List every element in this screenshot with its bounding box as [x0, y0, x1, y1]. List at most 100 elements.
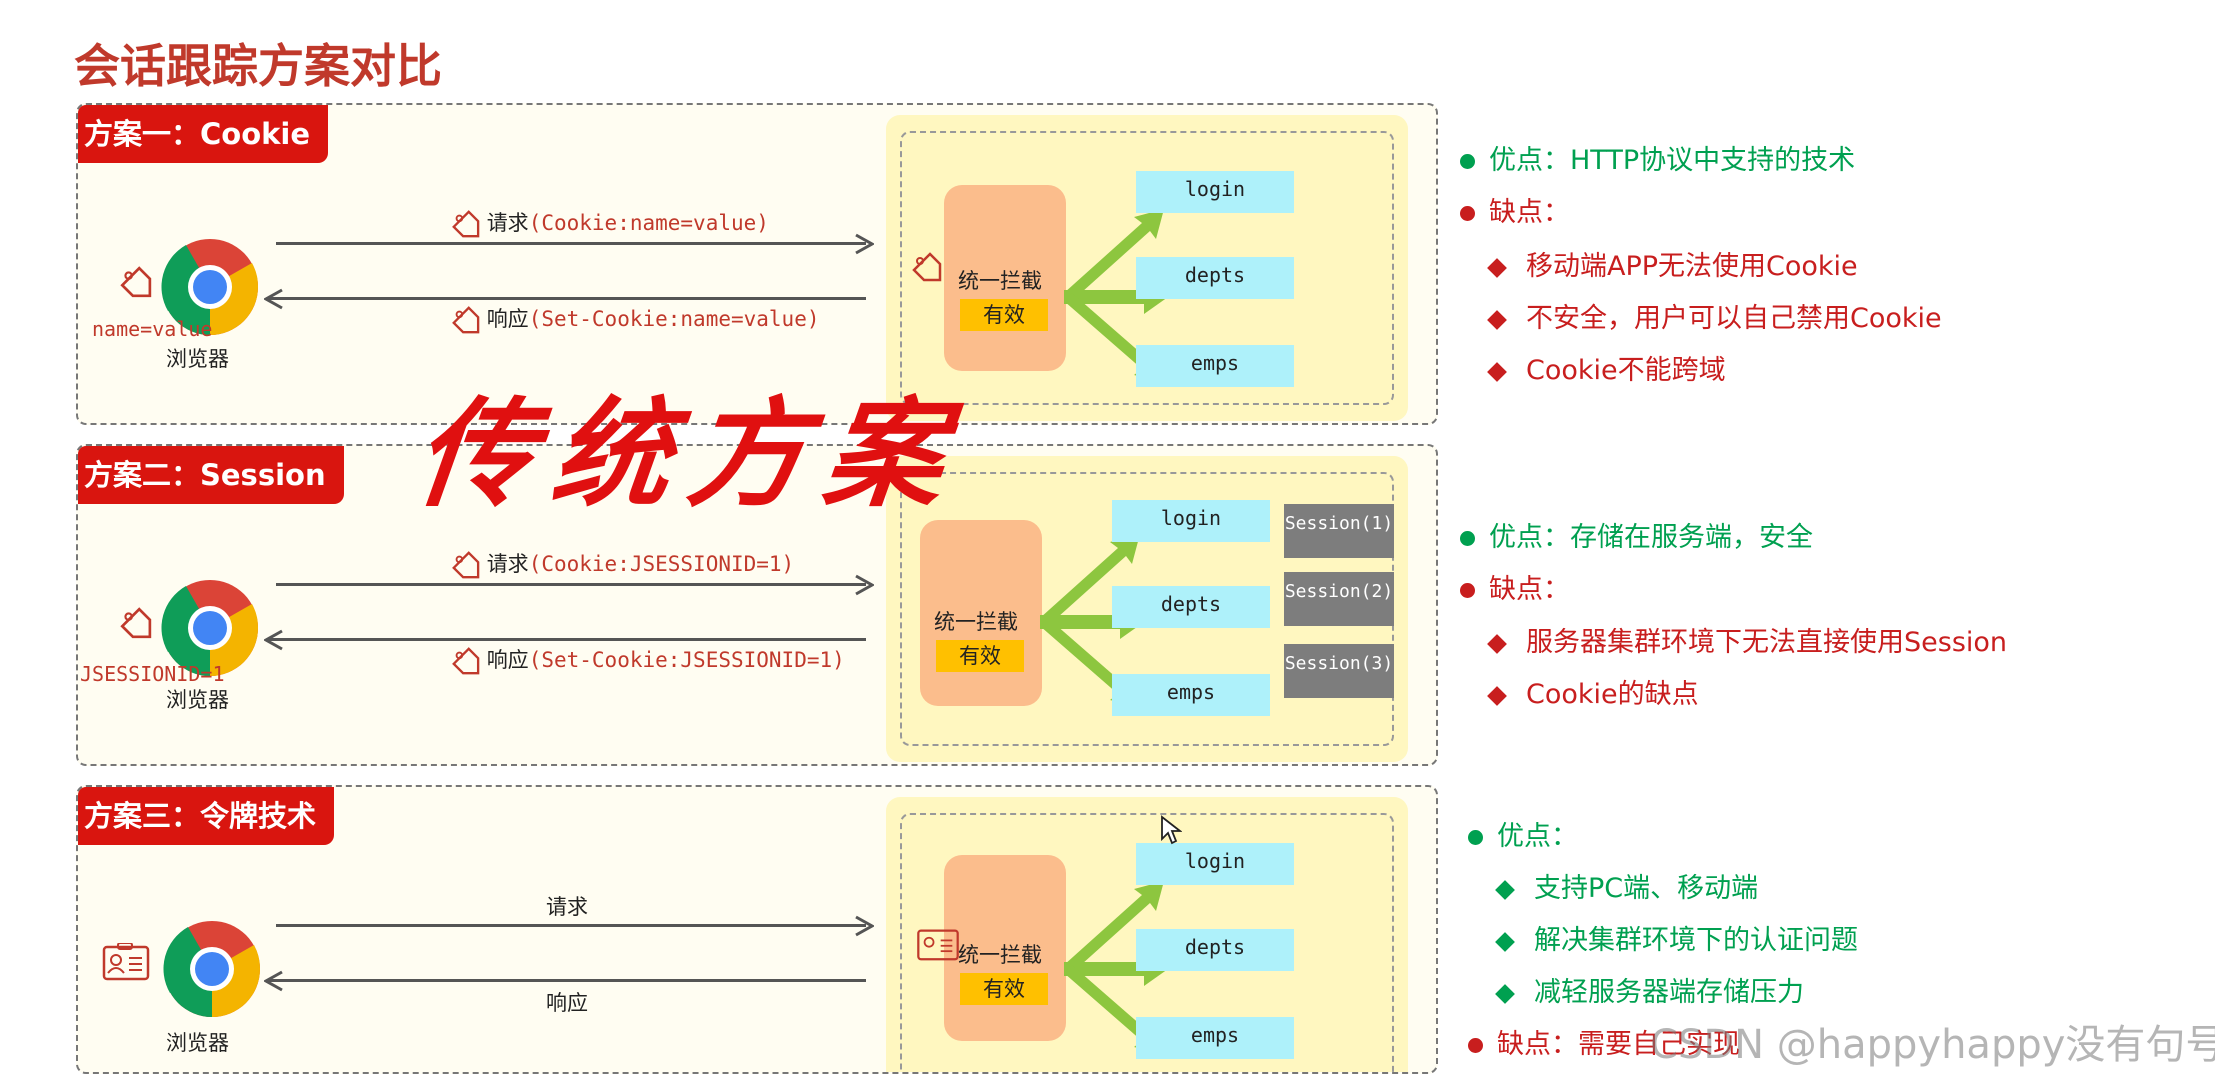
response-code: (Set-Cookie:JSESSIONID=1)	[528, 648, 845, 672]
session-chip-2: Session(2)	[1284, 572, 1394, 626]
token-pro-text: 优点：	[1497, 821, 1578, 852]
session-con-item: 服务器集群环境下无法直接使用Session	[1487, 620, 2008, 659]
bullet-dot-icon	[1460, 583, 1475, 598]
chrome-browser-icon	[163, 921, 261, 1017]
cookie-token-label: name=value	[92, 317, 213, 341]
request-arrowhead	[855, 915, 874, 937]
interceptor-block	[944, 185, 1066, 371]
request-arrowhead	[855, 574, 874, 596]
endpoint-login: login	[1136, 171, 1294, 213]
id-card-icon	[102, 943, 150, 981]
server-dashed-border	[900, 131, 1394, 405]
cookie-con-item: 不安全，用户可以自己禁用Cookie	[1487, 296, 1942, 335]
session-con-text: 缺点：	[1489, 574, 1570, 605]
response-arrowhead	[264, 970, 283, 992]
session-con-item-text: 服务器集群环境下无法直接使用Session	[1526, 627, 2008, 658]
cookie-con-text: 缺点：	[1489, 197, 1570, 228]
diamond-bullet-icon	[1487, 685, 1507, 706]
interceptor-label: 统一拦截	[958, 269, 1042, 293]
endpoint-depts: depts	[1112, 586, 1270, 628]
browser-label: 浏览器	[166, 688, 229, 712]
request-label: 请求	[486, 211, 529, 235]
server-box: 统一拦截 有效 login depts emps	[886, 115, 1408, 421]
cookie-con-item: Cookie不能跨域	[1487, 348, 1726, 387]
endpoint-depts: depts	[1136, 257, 1294, 299]
cookie-con-item-text: 不安全，用户可以自己禁用Cookie	[1526, 303, 1942, 334]
valid-badge: 有效	[936, 640, 1024, 672]
request-message: 请求(Cookie:name=value)	[450, 207, 769, 239]
session-con-item: Cookie的缺点	[1487, 672, 1699, 711]
request-code: (Cookie:JSESSIONID=1)	[528, 552, 795, 576]
endpoint-login: login	[1112, 500, 1270, 542]
request-label: 请求	[486, 552, 529, 576]
server-box: 统一拦截 有效 login depts emps Session(1) Sess…	[886, 456, 1408, 762]
overlay-calligraphy-text: 传统方案	[409, 384, 969, 523]
response-label: 响应	[486, 307, 529, 331]
server-dashed-border	[900, 813, 1394, 1072]
diamond-bullet-icon	[1487, 257, 1507, 278]
response-arrowhead	[264, 629, 283, 651]
diamond-bullet-icon	[1487, 361, 1507, 382]
panel-cookie: 方案一：Cookie name=value 浏览器 请求(Cookie:name…	[76, 103, 1438, 425]
request-label: 请求	[546, 895, 588, 919]
tag-icon	[452, 551, 480, 579]
token-con: 缺点：需要自己实现	[1468, 1022, 1740, 1061]
cookie-con-item-text: Cookie不能跨域	[1526, 355, 1726, 386]
token-pro-item: 解决集群环境下的认证问题	[1495, 918, 1858, 957]
valid-badge: 有效	[960, 973, 1048, 1005]
endpoint-emps: emps	[1136, 1017, 1294, 1059]
token-pro-item: 减轻服务器端存储压力	[1495, 970, 1804, 1009]
valid-badge: 有效	[960, 299, 1048, 331]
session-pro: 优点：存储在服务端，安全	[1460, 515, 1813, 554]
diamond-bullet-icon	[1495, 879, 1515, 900]
request-arrow	[276, 924, 866, 927]
endpoint-emps: emps	[1112, 674, 1270, 716]
response-arrow	[268, 979, 866, 982]
request-message: 请求(Cookie:JSESSIONID=1)	[450, 548, 794, 580]
token-pro-item: 支持PC端、移动端	[1495, 866, 1759, 905]
page-title: 会话跟踪方案对比	[74, 39, 442, 93]
tag-icon	[120, 607, 152, 639]
browser-label: 浏览器	[166, 347, 229, 371]
session-token-label: JSESSIONID=1	[80, 662, 225, 686]
cookie-con: 缺点：	[1460, 190, 1570, 229]
token-pro-item-text: 支持PC端、移动端	[1534, 873, 1759, 904]
session-con-item-text: Cookie的缺点	[1526, 679, 1699, 710]
token-pro-item-text: 解决集群环境下的认证问题	[1534, 925, 1858, 956]
tag-icon	[912, 252, 942, 282]
endpoint-login: login	[1136, 843, 1294, 885]
response-arrow	[268, 297, 866, 300]
bullet-dot-icon	[1460, 206, 1475, 221]
response-message: 响应(Set-Cookie:name=value)	[450, 303, 819, 335]
panel-token: 方案三：令牌技术 浏览器 请求 响应 统一拦截 有效 login	[76, 785, 1438, 1074]
panel-tag-cookie: 方案一：Cookie	[78, 105, 329, 163]
response-label: 响应	[486, 648, 529, 672]
token-con-text: 缺点：需要自己实现	[1497, 1029, 1740, 1060]
session-pro-text: 优点：存储在服务端，安全	[1489, 522, 1813, 553]
bullet-dot-icon	[1460, 531, 1475, 546]
tag-icon	[120, 266, 152, 298]
diamond-bullet-icon	[1487, 633, 1507, 654]
token-pro: 优点：	[1468, 814, 1578, 853]
response-arrowhead	[264, 288, 283, 310]
diamond-bullet-icon	[1487, 309, 1507, 330]
request-arrowhead	[855, 233, 874, 255]
bullet-dot-icon	[1468, 830, 1483, 845]
request-code: (Cookie:name=value)	[528, 211, 769, 235]
server-box: 统一拦截 有效 login depts emps	[886, 797, 1408, 1072]
response-code: (Set-Cookie:name=value)	[528, 307, 820, 331]
cookie-con-item-text: 移动端APP无法使用Cookie	[1526, 251, 1858, 282]
session-chip-1: Session(1)	[1284, 504, 1394, 558]
tag-icon	[452, 647, 480, 675]
endpoint-emps: emps	[1136, 345, 1294, 387]
interceptor-block	[920, 520, 1042, 706]
interceptor-label: 统一拦截	[958, 943, 1042, 967]
diamond-bullet-icon	[1495, 983, 1515, 1004]
bullet-dot-icon	[1468, 1038, 1483, 1053]
interceptor-label: 统一拦截	[934, 610, 1018, 634]
response-label: 响应	[546, 991, 588, 1015]
cookie-pro: 优点：HTTP协议中支持的技术	[1460, 138, 1855, 177]
panel-session: 方案二：Session JSESSIONID=1 浏览器 请求(Cookie:J…	[76, 444, 1438, 766]
session-chip-3: Session(3)	[1284, 644, 1394, 698]
token-pro-item-text: 减轻服务器端存储压力	[1534, 977, 1804, 1008]
